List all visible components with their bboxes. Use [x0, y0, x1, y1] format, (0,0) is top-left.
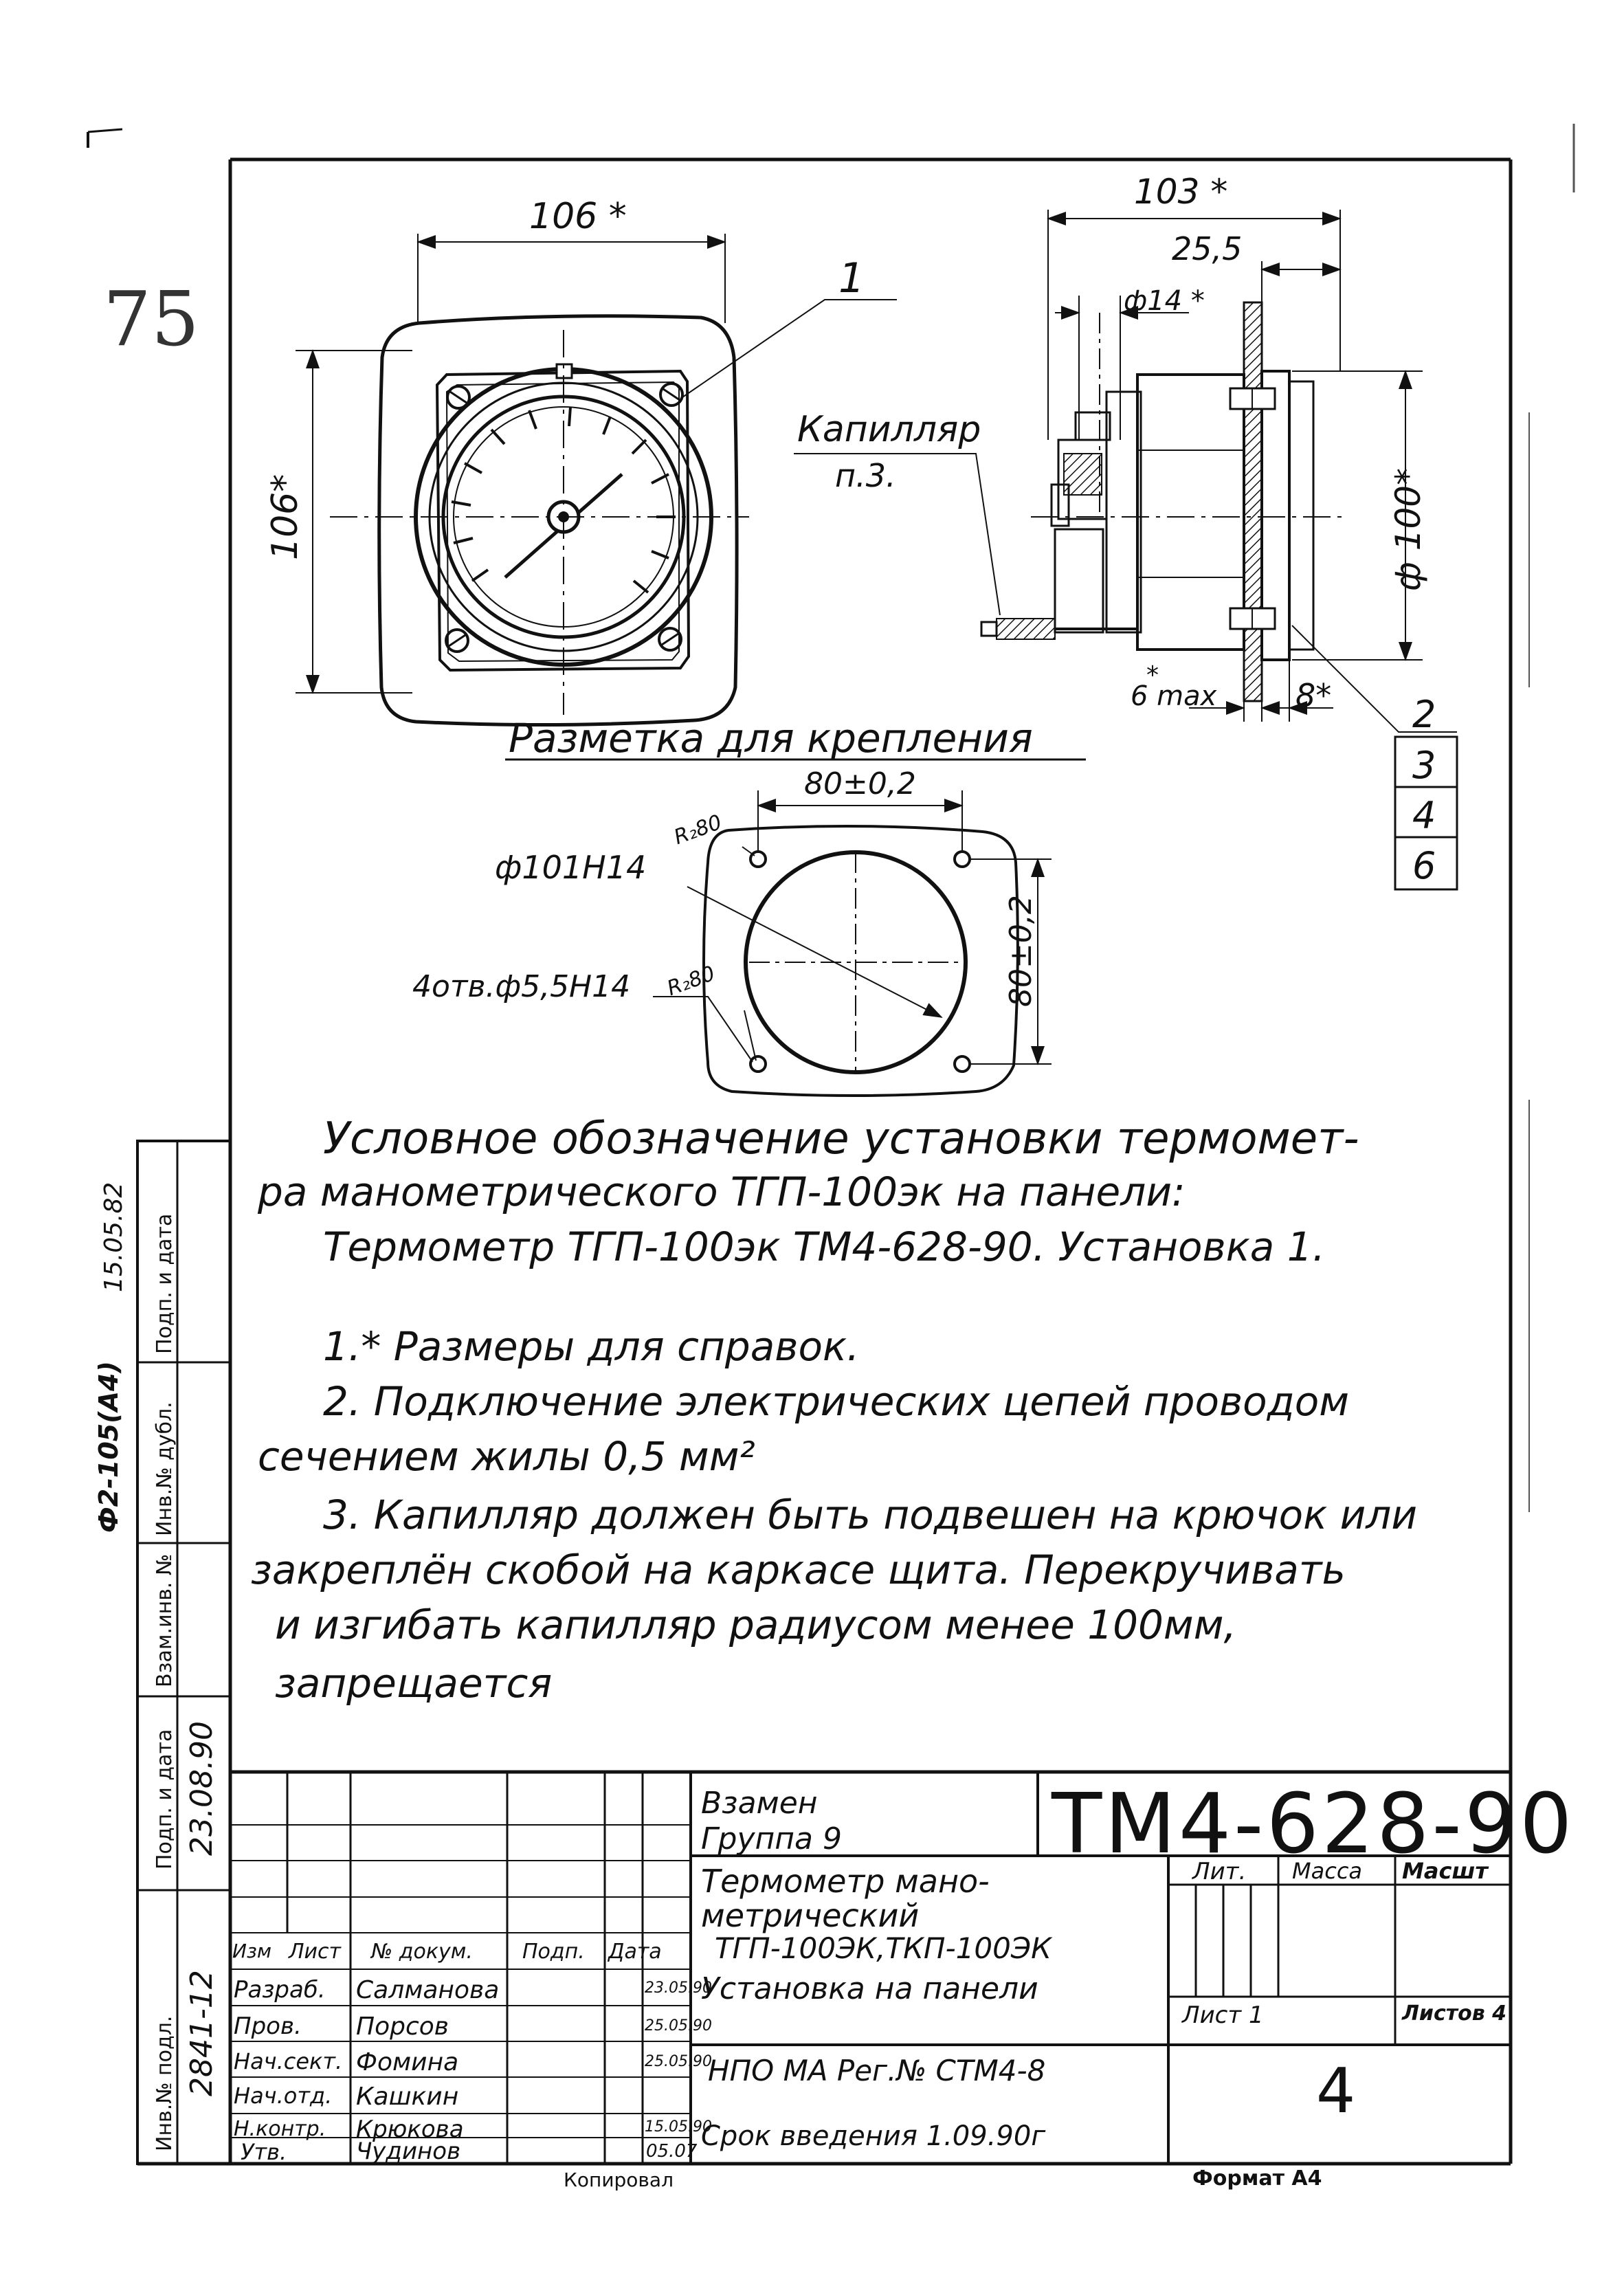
tb-date-prov: 25.05.90 — [645, 2017, 712, 2034]
position-3: 3 — [1412, 744, 1436, 787]
tb-title-line-1: Термометр мано- — [701, 1863, 990, 1900]
dim-6max: 6 max — [1131, 680, 1217, 712]
note-1: 1.* Размеры для справок. — [323, 1323, 860, 1370]
tb-replaces: Взамен — [701, 1786, 818, 1821]
designation-line-3: Термометр ТГП-100эк ТМ4-628-90. Установк… — [323, 1223, 1326, 1270]
dim-106-height: 106* — [265, 474, 306, 560]
dim-80-right: 80±0,2 — [1003, 895, 1038, 1007]
holes-spec: 4отв.ф5,5Н14 — [412, 969, 631, 1004]
strip-value-podp-data: 23.08.90 — [184, 1721, 219, 1856]
tb-col-sign: Подп. — [522, 1940, 585, 1964]
strip-label-podp-data-2: Подп. и дата — [153, 1213, 177, 1354]
strip-label-podp-data-1: Подп. и дата — [153, 1729, 177, 1870]
tb-name-nkontr: Крюкова — [356, 2116, 464, 2143]
position-6: 6 — [1412, 844, 1436, 887]
tb-col-date: Дата — [608, 1940, 662, 1964]
strip-value-date-top: 15.05.82 — [100, 1182, 128, 1292]
tb-date-razrab: 23.05.90 — [645, 1980, 712, 1997]
position-4: 4 — [1412, 794, 1436, 837]
tb-scale: Масшт — [1402, 1858, 1488, 1884]
tb-name-nachotd: Кашкин — [356, 2083, 459, 2111]
tb-doc-code: ТМ4-628-90 — [1052, 1777, 1575, 1872]
tb-group: Группа 9 — [701, 1821, 842, 1856]
front-view — [296, 234, 897, 727]
footer-copied: Копировал — [564, 2169, 674, 2191]
strip-value-inv-podl: 2841-12 — [184, 1970, 219, 2096]
strip-label-inv-dubl: Инв.№ дубл. — [153, 1401, 177, 1536]
note-3-line-2: закреплён скобой на каркасе щита. Перекр… — [251, 1546, 1346, 1593]
dim-dia101: ф101Н14 — [495, 849, 647, 886]
dim-25-5: 25,5 — [1172, 230, 1243, 267]
capillary-ref: п.3. — [835, 457, 896, 494]
tb-date-nachsekt: 25.05.90 — [645, 2053, 712, 2070]
tb-col-list: Лист — [289, 1940, 342, 1964]
tb-role-razrab: Разраб. — [234, 1976, 326, 2004]
tb-name-utv: Чудинов — [356, 2138, 461, 2165]
tb-name-nachsekt: Фомина — [356, 2048, 459, 2076]
tb-mass: Масса — [1292, 1858, 1363, 1884]
tb-date-nkontr: 15.05.90 — [645, 2118, 712, 2136]
designation-line-1: Условное обозначение установки термомет- — [323, 1113, 1359, 1164]
designation-line-2: ра манометрического ТГП-100эк на панели: — [258, 1168, 1186, 1215]
tb-col-izm: Изм — [232, 1940, 271, 1962]
strip-label-vzam-inv: Взам.инв. № — [153, 1553, 177, 1687]
tb-intro-date: Срок введения 1.09.90г — [701, 2120, 1046, 2152]
tb-role-nkontr: Н.контр. — [234, 2117, 326, 2141]
leader-position-1: 1 — [838, 254, 865, 302]
note-3-line-4: запрещается — [275, 1660, 553, 1707]
side-view — [794, 210, 1458, 891]
scan-corner-mark — [87, 128, 123, 148]
dim-dia14: ф14 * — [1124, 285, 1205, 317]
dim-8: 8* — [1295, 677, 1332, 714]
tb-date-utv: 05.07 — [646, 2141, 698, 2162]
note-2-line-1: 2. Подключение электрических цепей прово… — [323, 1378, 1349, 1425]
form-code: Ф2-105(А4) — [93, 1361, 124, 1533]
note-2-line-2: сечением жилы 0,5 мм² — [258, 1433, 755, 1480]
tb-sheets: Листов 4 — [1402, 2002, 1507, 2026]
left-binding-strip — [136, 1140, 232, 2165]
tb-title-line-2: метрический — [701, 1897, 920, 1934]
position-2: 2 — [1412, 693, 1436, 736]
footer-format: Формат А4 — [1192, 2166, 1322, 2191]
handwritten-sheet-number: 75 — [103, 275, 199, 363]
dim-dia100: ф 100* — [1388, 467, 1428, 591]
note-3-line-1: 3. Капилляр должен быть подвешен на крюч… — [323, 1492, 1418, 1538]
capillary-label: Капилляр — [797, 409, 981, 450]
tb-name-prov: Порсов — [356, 2013, 449, 2041]
title-block-grid — [230, 1770, 1511, 2164]
tb-org: НПО МА Рег.№ СТМ4-8 — [708, 2054, 1046, 2087]
tb-title-line-3: ТГП-100ЭК,ТКП-100ЭК — [715, 1931, 1052, 1965]
tb-role-prov: Пров. — [234, 2013, 302, 2040]
dim-103: 103 * — [1134, 172, 1228, 212]
tb-role-utv: Утв. — [241, 2139, 287, 2165]
tb-name-razrab: Салманова — [356, 1976, 500, 2004]
tb-role-nachsekt: Нач.сект. — [234, 2048, 343, 2074]
marking-title: Разметка для крепления — [509, 715, 1033, 762]
tb-title-line-4: Установка на панели — [701, 1971, 1038, 2006]
tb-role-nachotd: Нач.отд. — [234, 2083, 333, 2109]
marking-view — [505, 758, 1086, 1097]
tb-col-doc: № докум. — [371, 1940, 473, 1964]
strip-label-inv-podl: Инв.№ подл. — [153, 2015, 177, 2151]
tb-lit: Лит. — [1192, 1858, 1247, 1885]
tb-sheet: Лист 1 — [1182, 2002, 1264, 2029]
dim-80-top: 80±0,2 — [804, 766, 916, 801]
dim-106-width: 106 * — [529, 196, 627, 237]
note-3-line-3: и изгибать капилляр радиусом менее 100мм… — [275, 1601, 1236, 1648]
dim-6max-star: * — [1146, 661, 1159, 689]
tb-page-number: 4 — [1316, 2055, 1356, 2127]
